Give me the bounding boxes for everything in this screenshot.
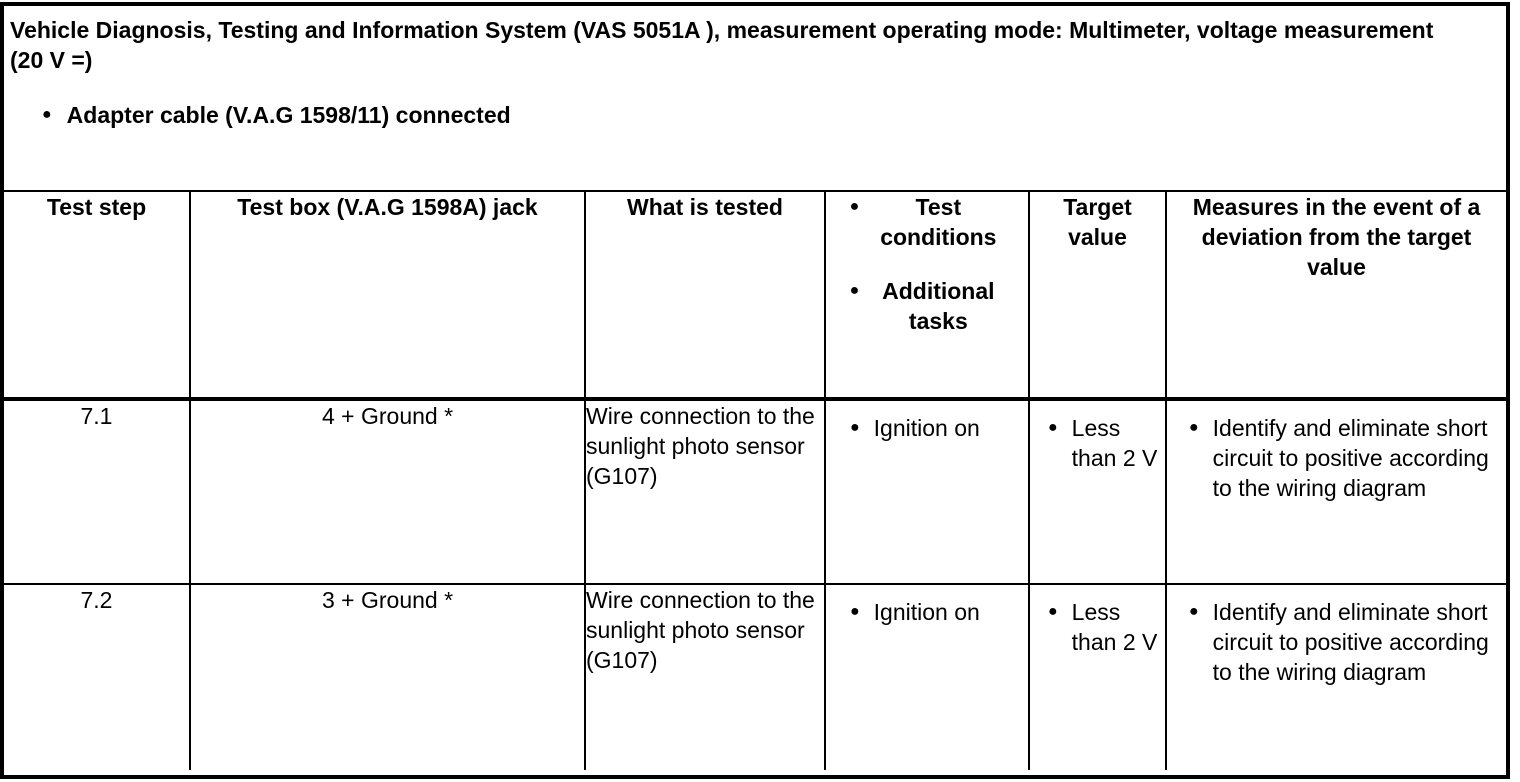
- table-row: 7.1 4 + Ground * Wire connection to the …: [4, 398, 1506, 585]
- header-test-step-label: Test step: [46, 194, 147, 220]
- cell-measures: ● Identify and eliminate short circuit t…: [1165, 583, 1506, 770]
- intro-section: Vehicle Diagnosis, Testing and Informati…: [4, 6, 1506, 190]
- table-header-row: Test step Test box (V.A.G 1598A) jack Wh…: [4, 190, 1506, 401]
- target-value-item: ● Less than 2 V: [1031, 401, 1164, 473]
- condition-item: ● Ignition on: [827, 586, 1027, 627]
- header-measures-label: Measures in the event of a deviation fro…: [1192, 194, 1481, 280]
- table-row: 7.2 3 + Ground * Wire connection to the …: [4, 583, 1506, 770]
- cell-measures: ● Identify and eliminate short circuit t…: [1165, 398, 1506, 585]
- bullet-icon: ●: [850, 603, 860, 620]
- condition-item: ● Ignition on: [827, 401, 1027, 443]
- cell-target-value: ● Less than 2 V: [1028, 398, 1167, 585]
- measure-label: Identify and eliminate short circuit to …: [1212, 415, 1489, 501]
- cell-test-box-jack: 3 + Ground *: [189, 583, 586, 770]
- header-test-step: Test step: [4, 190, 191, 401]
- bullet-icon: ●: [1189, 603, 1199, 620]
- header-conditions: ● Test conditions ● Additional tasks: [824, 190, 1030, 401]
- header-what-tested-label: What is tested: [627, 194, 783, 220]
- header-target-value: Target value: [1028, 190, 1167, 401]
- measure-item: ● Identify and eliminate short circuit t…: [1168, 401, 1506, 503]
- bullet-icon: ●: [42, 106, 52, 123]
- cell-test-step: 7.2: [4, 583, 191, 770]
- cell-test-conditions: ● Ignition on: [824, 398, 1030, 585]
- bullet-icon: ●: [850, 419, 860, 436]
- bullet-icon: ●: [849, 198, 860, 215]
- bullet-icon: ●: [849, 282, 860, 299]
- cell-test-step: 7.1: [4, 398, 191, 585]
- target-value-item: ● Less than 2 V: [1031, 586, 1164, 657]
- document-title: Vehicle Diagnosis, Testing and Informati…: [10, 17, 1434, 73]
- measure-item: ● Identify and eliminate short circuit t…: [1168, 586, 1506, 687]
- header-conditions-item: ● Test conditions: [827, 193, 1027, 252]
- header-conditions-label: Test conditions: [880, 194, 997, 250]
- header-additional-tasks-label: Additional tasks: [882, 278, 995, 334]
- header-target-value-label: Target value: [1063, 194, 1132, 250]
- intro-bullet-item: ● Adapter cable (V.A.G 1598/11) connecte…: [10, 101, 1500, 129]
- header-what-tested: What is tested: [584, 190, 826, 401]
- measure-label: Identify and eliminate short circuit to …: [1212, 599, 1489, 685]
- header-test-box-label: Test box (V.A.G 1598A) jack: [237, 194, 538, 220]
- condition-label: Ignition on: [873, 599, 980, 625]
- target-value-label: Less than 2 V: [1071, 599, 1158, 655]
- bullet-icon: ●: [1189, 419, 1199, 436]
- cell-target-value: ● Less than 2 V: [1028, 583, 1167, 770]
- cell-what-tested: Wire connection to the sunlight photo se…: [584, 398, 826, 585]
- test-procedure-table: Test step Test box (V.A.G 1598A) jack Wh…: [4, 190, 1506, 770]
- intro-bullet-label: Adapter cable (V.A.G 1598/11) connected: [66, 102, 511, 128]
- bullet-icon: ●: [1048, 603, 1058, 620]
- header-test-box: Test box (V.A.G 1598A) jack: [189, 190, 586, 401]
- cell-test-box-jack: 4 + Ground *: [189, 398, 586, 585]
- target-value-label: Less than 2 V: [1071, 415, 1158, 471]
- header-measures: Measures in the event of a deviation fro…: [1165, 190, 1506, 401]
- header-additional-tasks-item: ● Additional tasks: [827, 276, 1027, 336]
- bullet-icon: ●: [1048, 419, 1058, 436]
- cell-test-conditions: ● Ignition on: [824, 583, 1030, 770]
- cell-what-tested: Wire connection to the sunlight photo se…: [584, 583, 826, 770]
- condition-label: Ignition on: [873, 415, 980, 441]
